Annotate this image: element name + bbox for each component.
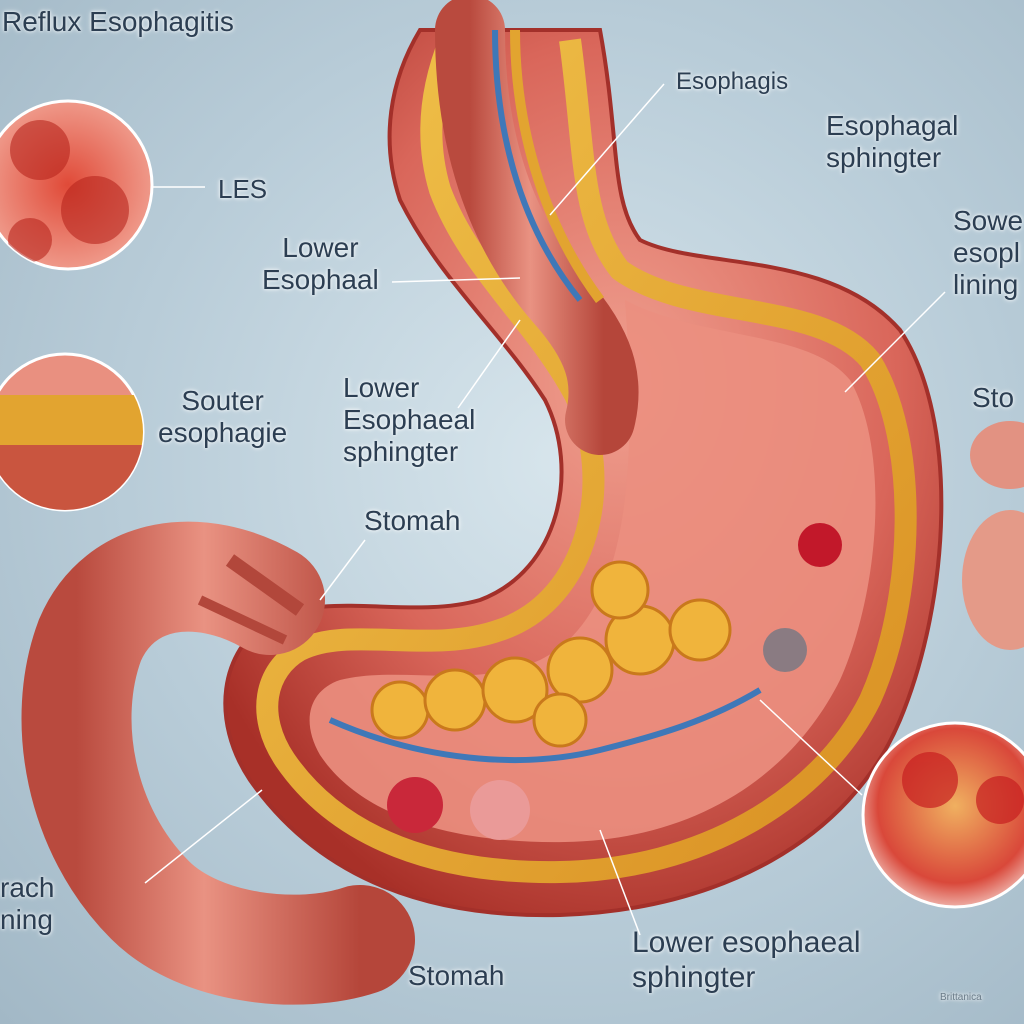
inset-circle-top-left — [0, 99, 154, 271]
label-esophagis: Esophagis — [676, 68, 789, 95]
leader-lines — [144, 83, 946, 936]
label-sower-esophageal-lining: Sowe esopl lining — [953, 205, 1024, 301]
label-stomach-lining-left: rach ning — [0, 872, 55, 936]
label-les: LES — [218, 174, 268, 204]
inset-circle-mid-left — [0, 352, 145, 512]
diagram-title: Reflux Esophagitis — [2, 6, 234, 37]
label-souter-esophagie: Souter esophagie — [158, 385, 288, 449]
label-stomach-mid: Stomah — [364, 505, 461, 536]
label-lower-esophageal-sphincter-bottom: Lower esophaeal sphingter — [632, 926, 861, 994]
label-lower-esophageal-sphincter-center: Lower Esophaeal sphingter — [343, 372, 476, 468]
right-edge-tissue — [962, 421, 1024, 650]
inset-circle-bottom-right — [861, 721, 1024, 909]
label-stomach-right: Sto — [972, 382, 1015, 413]
label-lower-esophageal-left: Lower Esophaal — [262, 232, 379, 296]
stomach-illustration — [223, 0, 944, 918]
watermark: Brittanica — [940, 992, 982, 1003]
label-esophageal-sphincter: Esophagal sphingter — [826, 110, 959, 174]
intestine-tube — [21, 521, 415, 1005]
label-stomach-bottom: Stomah — [408, 960, 505, 991]
